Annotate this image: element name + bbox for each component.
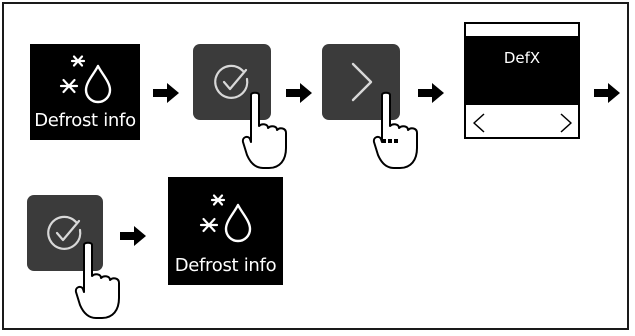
arrow-right-icon: [286, 83, 312, 103]
defrost-info-panel: Defrost info: [30, 44, 140, 140]
arrow-right-icon: [418, 83, 444, 103]
defrost-icon: [199, 194, 252, 243]
check-circle-icon: [214, 64, 249, 99]
hand-tap-icon: [241, 91, 287, 169]
chevron-left-icon[interactable]: [472, 112, 486, 134]
arrow-right-icon: [120, 226, 146, 246]
check-circle-icon: [47, 215, 82, 250]
display-body: [466, 36, 578, 105]
chevron-right-icon: [351, 62, 373, 102]
defrost-icon: [59, 55, 112, 104]
display-code: DefX: [503, 49, 541, 67]
arrow-right-icon: [594, 83, 620, 103]
arrow-right-icon: [153, 83, 179, 103]
hand-tap-icon: [74, 241, 120, 319]
chevron-right-icon[interactable]: [559, 112, 573, 134]
panel-label: Defrost info: [34, 110, 136, 131]
defrost-info-panel: Defrost info: [168, 177, 283, 285]
display-screen: DefX: [464, 22, 580, 139]
diagram-frame: [2, 2, 629, 330]
panel-label: Defrost info: [174, 255, 277, 276]
hand-tap-repeat-icon: [372, 91, 418, 169]
